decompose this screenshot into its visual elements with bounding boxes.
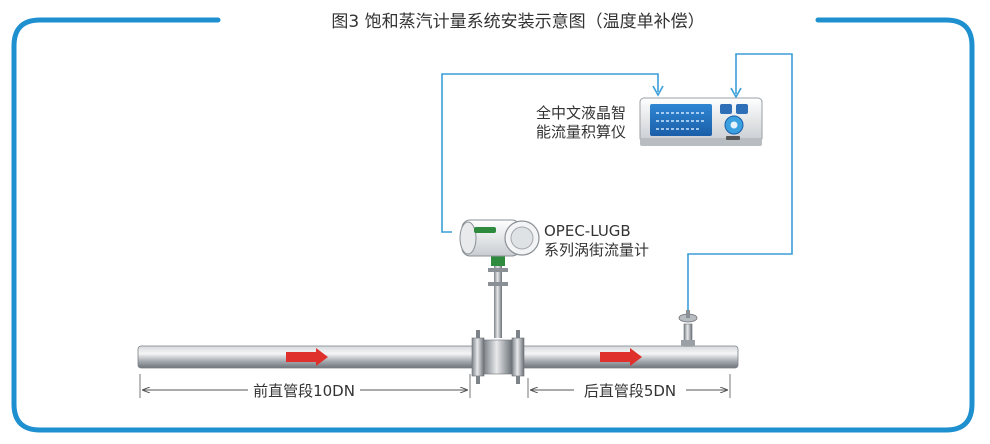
flowmeter-label-line2: 系列涡街流量计 xyxy=(544,241,649,259)
vortex-flowmeter xyxy=(459,219,540,338)
wire-arrow-temperature xyxy=(730,87,742,99)
flow-arrow-downstream-icon xyxy=(600,348,642,366)
frame-border xyxy=(11,17,975,433)
downstream-length-label: 后直管段5DN xyxy=(584,382,676,400)
lcd-screen xyxy=(650,104,712,136)
signal-wire-temperature xyxy=(687,53,793,318)
meter-body-flanges xyxy=(471,330,525,384)
signal-wire-flowmeter xyxy=(441,73,659,233)
upstream-length-label: 前直管段10DN xyxy=(253,382,355,400)
enter-button-icon xyxy=(736,104,748,114)
diagram-title: 图3 饱和蒸汽计量系统安装示意图（温度单补偿） xyxy=(331,12,704,32)
temperature-sensor xyxy=(678,310,698,347)
flow-totalizer xyxy=(639,97,763,146)
menu-button-icon xyxy=(720,104,732,114)
totalizer-label-line1: 全中文液晶智 xyxy=(536,104,626,122)
totalizer-label-line2: 能流量积算仪 xyxy=(536,123,626,141)
wire-arrow-flowmeter xyxy=(652,85,664,97)
flowmeter-label-line1: OPEC-LUGB xyxy=(544,222,631,240)
flow-arrow-upstream-icon xyxy=(286,348,328,366)
